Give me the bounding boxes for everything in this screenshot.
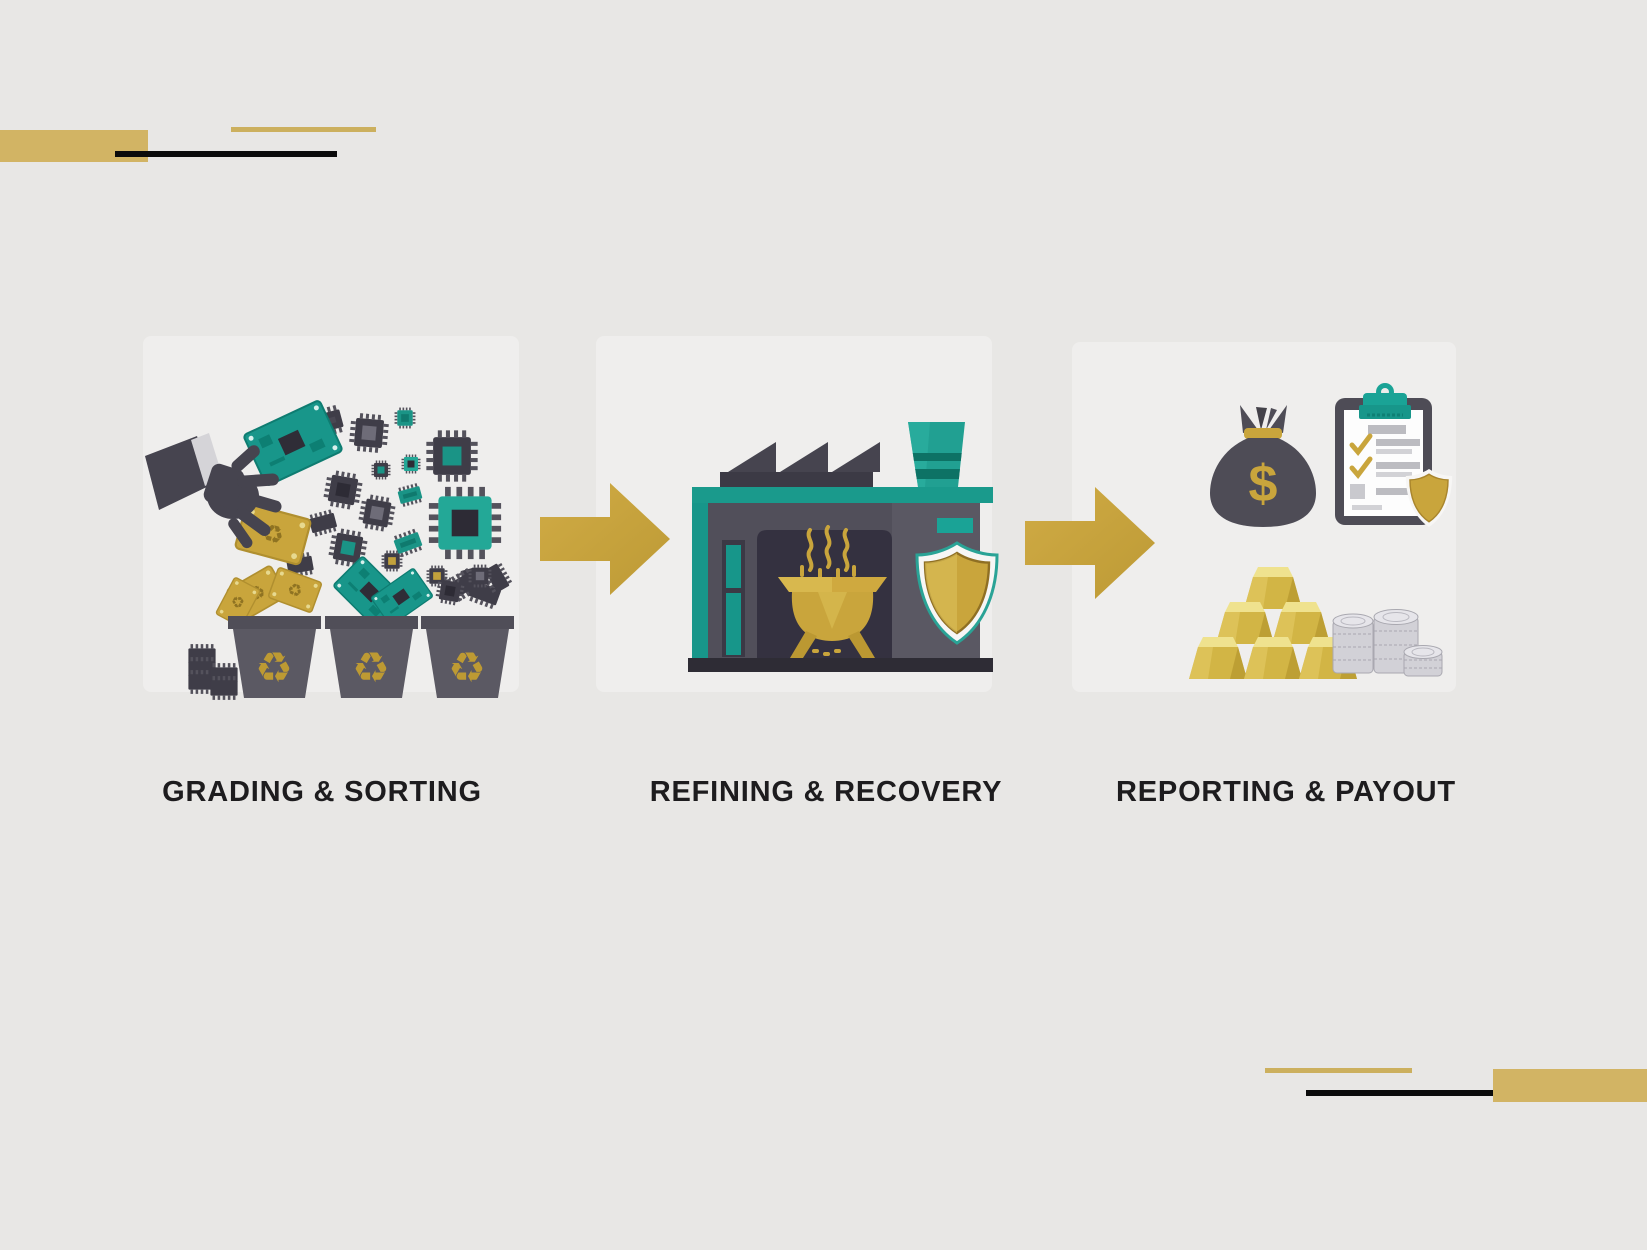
- recycle-bin: ♻: [421, 616, 514, 698]
- checkmark-icon: [1349, 433, 1373, 479]
- decor-gold-line-top-left: [231, 127, 376, 132]
- coin-stacks-icon: [1332, 609, 1443, 677]
- dollar-sign: $: [1249, 455, 1278, 513]
- report-clipboard-icon: [1335, 383, 1453, 527]
- decor-gold-bar-top-left: [0, 130, 148, 162]
- recycle-bins: ♻ ♻ ♻: [228, 616, 514, 698]
- factory-sign: [937, 518, 973, 533]
- step-label-reporting-payout: REPORTING & PAYOUT: [1116, 776, 1456, 808]
- gloved-hand: [145, 433, 313, 567]
- steam-icon: [800, 525, 856, 580]
- money-bag-report-gold-bars-coins-illustration: $: [1189, 383, 1453, 679]
- decor-black-line-top-left: [115, 151, 337, 157]
- gold-bars-icon: [1189, 567, 1357, 679]
- sawtooth-roof: [720, 442, 880, 488]
- recycle-icon: ♻: [448, 643, 486, 692]
- recycle-bin: ♻: [325, 616, 418, 698]
- step-label-grading-sorting: GRADING & SORTING: [162, 776, 482, 808]
- decor-gold-bar-bottom-right: [1493, 1069, 1647, 1102]
- checkbox: [1350, 484, 1365, 499]
- recycle-bin: ♻: [228, 616, 321, 698]
- arrow-right-icon: [1025, 487, 1155, 599]
- shield-icon: [915, 541, 999, 645]
- scattered-chips-group: [188, 404, 513, 700]
- gold-card-falling: [267, 566, 323, 614]
- recycle-icon: ♻: [255, 643, 293, 692]
- recycle-icon: ♻: [352, 643, 390, 692]
- shield-icon: [1405, 469, 1453, 527]
- step-label-refining-recovery: REFINING & RECOVERY: [649, 776, 1003, 808]
- money-bag-icon: $: [1210, 405, 1316, 527]
- chimney: [908, 422, 965, 487]
- factory-base: [688, 658, 993, 672]
- decor-gold-line-bottom-right: [1265, 1068, 1412, 1073]
- decor-black-line-bottom-right: [1306, 1090, 1528, 1096]
- refinery-factory-crucible-shield-illustration: [688, 422, 999, 672]
- factory-window: [722, 540, 745, 657]
- ewaste-hand-sorting-recycle-bins-illustration: ♻ ♻: [145, 398, 514, 700]
- gold-crucible: [778, 525, 887, 658]
- arrow-right-icon: [540, 483, 670, 595]
